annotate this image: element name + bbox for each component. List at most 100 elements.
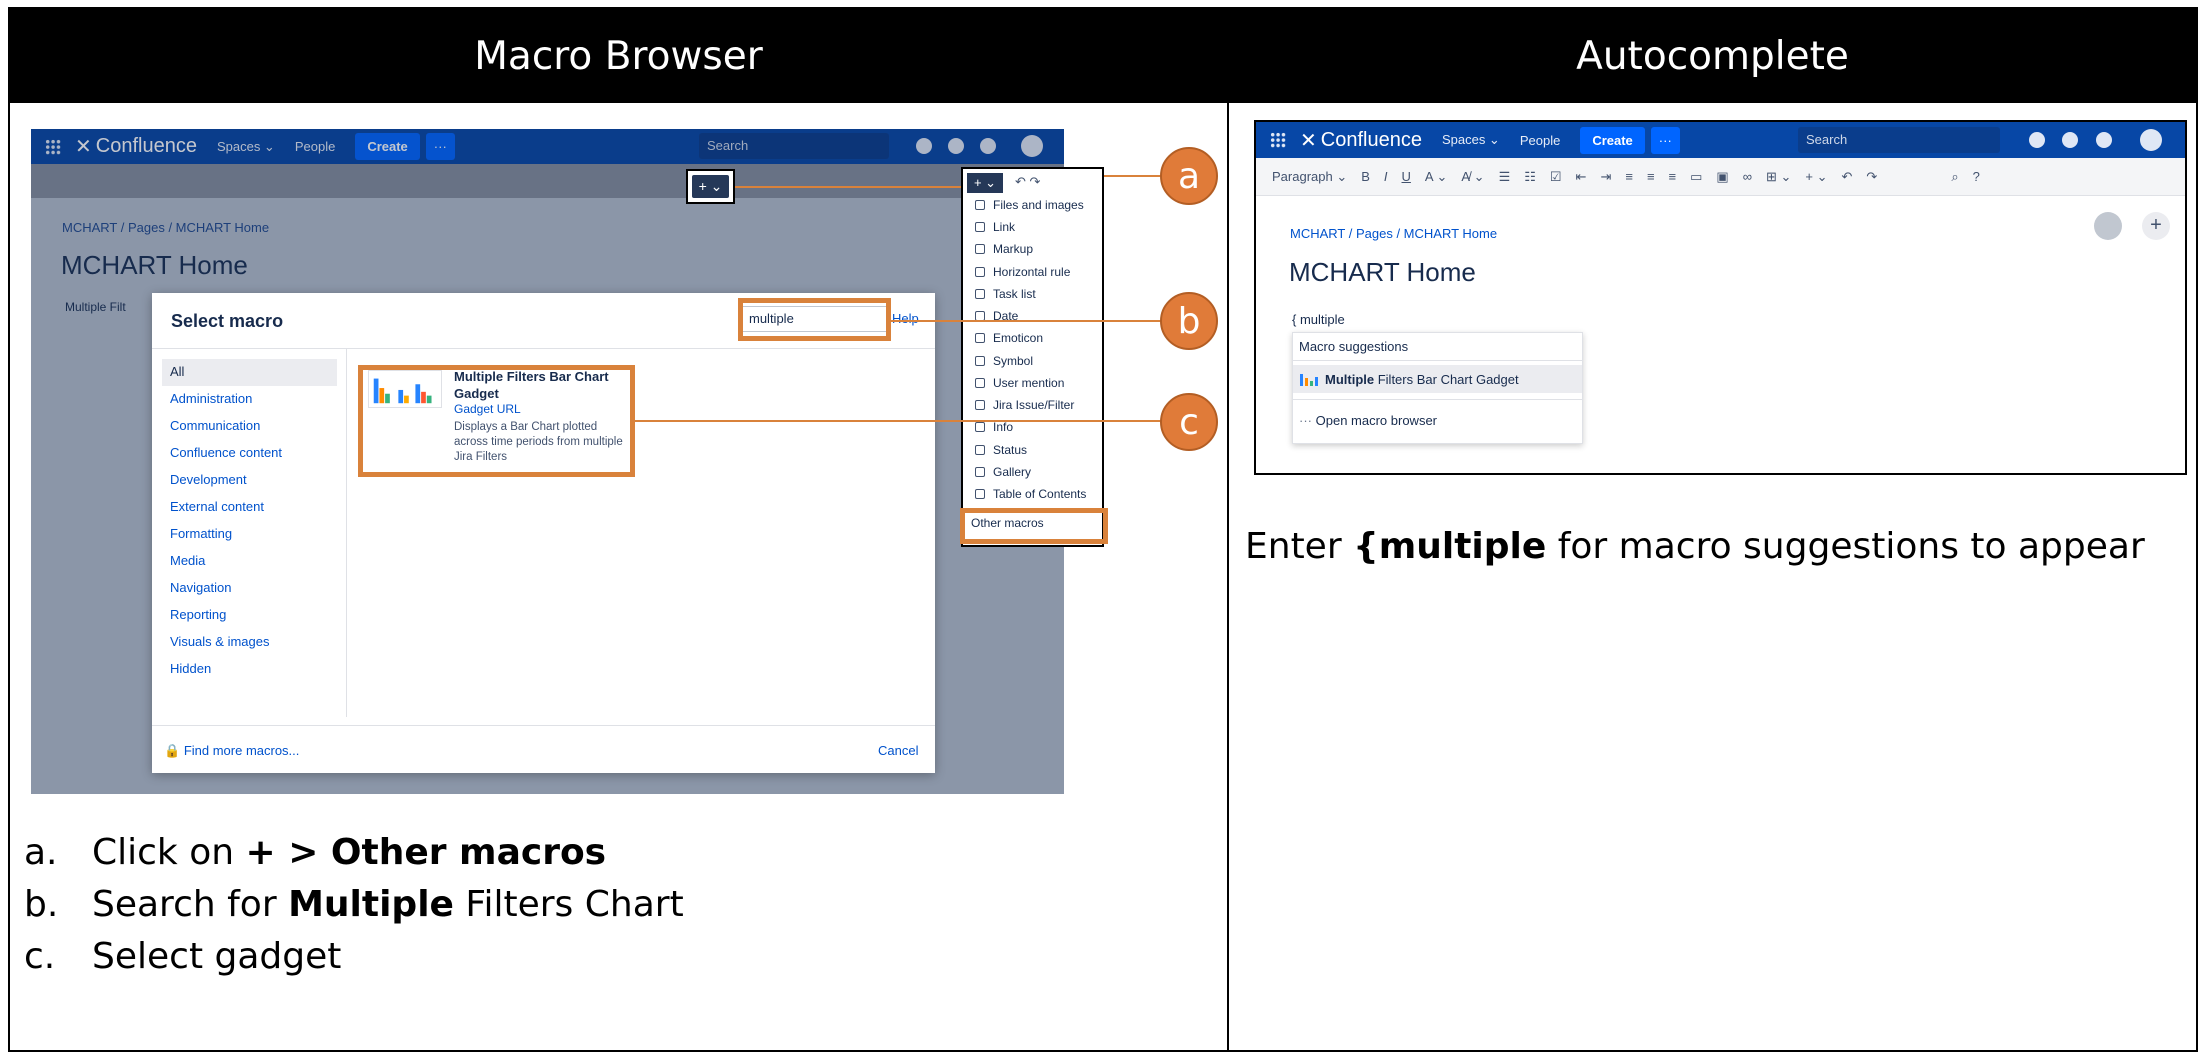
add-collaborator-icon[interactable]: +	[2142, 212, 2170, 240]
page-title: MCHART Home	[61, 250, 248, 280]
more-button[interactable]: ···	[1650, 126, 1680, 154]
menu-task-list[interactable]: Task list	[975, 285, 1036, 303]
menu-table-of-contents[interactable]: Table of Contents	[975, 485, 1086, 503]
help-icon[interactable]	[916, 138, 932, 154]
category-media[interactable]: Media	[170, 553, 206, 568]
align-center-icon[interactable]: ≡	[1646, 169, 1655, 184]
text-color-icon[interactable]: A ⌄	[1424, 168, 1448, 184]
format-icon[interactable]: A̸ ⌄	[1461, 168, 1485, 184]
gadget-highlight	[358, 365, 635, 477]
create-button[interactable]: Create	[355, 133, 420, 160]
undo-icon[interactable]: ↶ ↷	[1015, 174, 1041, 189]
image-icon[interactable]: ▣	[1716, 168, 1729, 184]
bullet-list-icon[interactable]: ☰	[1498, 168, 1511, 184]
gadget-card[interactable]: Multiple Filters Bar Chart Gadget Gadget…	[366, 368, 626, 466]
find-more-macros-link[interactable]: 🔒 Find more macros...	[164, 743, 300, 758]
more-button[interactable]: ···	[425, 133, 455, 160]
menu-symbol[interactable]: Symbol	[975, 352, 1033, 370]
menu-info[interactable]: Info	[975, 418, 1013, 436]
task-icon[interactable]: ☑	[1549, 168, 1562, 184]
editor-toolbar: Paragraph ⌄ B I U A ⌄ A̸ ⌄ ☰ ☷ ☑ ⇤ ⇥ ≡ ≡…	[1256, 158, 2185, 196]
notifications-icon[interactable]	[2096, 132, 2112, 148]
find-icon[interactable]: ⌕	[1951, 168, 1959, 184]
category-navigation[interactable]: Navigation	[170, 580, 232, 595]
avatar[interactable]	[1021, 135, 1043, 157]
dialog-title: Select macro	[171, 311, 284, 331]
breadcrumb[interactable]: MCHART / Pages / MCHART Home	[1290, 226, 1498, 241]
category-formatting[interactable]: Formatting	[170, 526, 233, 541]
cancel-button[interactable]: Cancel	[878, 743, 919, 758]
help-question-icon[interactable]: ?	[1972, 169, 1980, 184]
category-hidden[interactable]: Hidden	[170, 661, 212, 676]
menu-files-images[interactable]: Files and images	[975, 196, 1084, 214]
italic-icon[interactable]: I	[1383, 169, 1388, 184]
category-confluence-content[interactable]: Confluence content	[170, 445, 283, 460]
search-input[interactable]: Search	[1798, 127, 2000, 153]
menu-horizontal-rule[interactable]: Horizontal rule	[975, 263, 1070, 281]
category-communication[interactable]: Communication	[170, 418, 261, 433]
menu-user-mention[interactable]: User mention	[975, 374, 1064, 392]
header-autocomplete: Autocomplete	[1229, 9, 2196, 103]
link-icon[interactable]: ∞	[1742, 169, 1752, 184]
category-reporting[interactable]: Reporting	[170, 607, 227, 622]
menu-date[interactable]: Date	[975, 307, 1018, 325]
category-external-content[interactable]: External content	[170, 499, 264, 514]
help-link[interactable]: Help	[892, 311, 919, 326]
nav-people[interactable]: People	[294, 139, 336, 154]
select-macro-dialog: Select macro multiple Help All Administr…	[152, 293, 935, 773]
bg-gadget-placeholder: Multiple Filt	[65, 300, 126, 314]
insert-menu: + ⌄ ↶ ↷ Files and images Link Markup Hor…	[961, 167, 1104, 547]
nav-people[interactable]: People	[1519, 132, 1561, 148]
popup-title: Macro suggestions	[1299, 339, 1409, 354]
menu-other-macros[interactable]: Other macros	[971, 516, 1044, 530]
outdent-icon[interactable]: ⇤	[1575, 168, 1587, 184]
help-icon[interactable]	[2029, 132, 2045, 148]
insert-menu-button[interactable]: + ⌄	[967, 173, 1003, 193]
callout-c: c	[1160, 393, 1218, 451]
create-button[interactable]: Create	[1580, 126, 1645, 154]
align-left-icon[interactable]: ≡	[1625, 169, 1633, 184]
ellipsis-icon: ···	[1299, 413, 1312, 428]
category-list: All Administration Communication Conflue…	[162, 359, 337, 683]
notifications-icon[interactable]	[980, 138, 996, 154]
breadcrumb[interactable]: MCHART / Pages / MCHART Home	[62, 220, 270, 235]
align-right-icon[interactable]: ≡	[1668, 169, 1677, 184]
menu-gallery[interactable]: Gallery	[975, 463, 1031, 481]
editor-typed-text[interactable]: { multiple	[1292, 312, 1345, 327]
table-icon[interactable]: ⊞ ⌄	[1766, 168, 1792, 184]
category-all[interactable]: All	[162, 359, 337, 386]
layout-icon[interactable]: ▭	[1690, 168, 1703, 184]
settings-icon[interactable]	[2062, 132, 2078, 148]
category-development[interactable]: Development	[170, 472, 247, 487]
insert-plus-icon[interactable]: + ⌄	[1805, 168, 1828, 184]
search-input[interactable]: Search	[699, 133, 889, 159]
underline-icon[interactable]: U	[1401, 169, 1411, 184]
undo-icon[interactable]: ↶	[1841, 168, 1853, 184]
menu-link[interactable]: Link	[975, 218, 1015, 236]
confluence-logo[interactable]: ✕ Confluence	[75, 135, 197, 158]
insert-plus-button[interactable]: + ⌄	[692, 175, 729, 198]
avatar[interactable]	[2140, 129, 2162, 151]
open-macro-browser[interactable]: ··· Open macro browser	[1299, 413, 1438, 428]
settings-icon[interactable]	[948, 138, 964, 154]
app-switcher-icon[interactable]	[1270, 132, 1286, 148]
suggestion-multiple-filters[interactable]: Multiple Filters Bar Chart Gadget	[1293, 365, 1582, 393]
category-visuals-images[interactable]: Visuals & images	[170, 634, 270, 649]
menu-status[interactable]: Status	[975, 441, 1027, 459]
indent-icon[interactable]: ⇥	[1600, 168, 1612, 184]
autocomplete-screenshot: ✕ Confluence Spaces ⌄ People Create ··· …	[1254, 120, 2187, 475]
menu-markup[interactable]: Markup	[975, 240, 1033, 258]
redo-icon[interactable]: ↷	[1866, 168, 1878, 184]
nav-spaces[interactable]: Spaces ⌄	[216, 138, 275, 154]
menu-jira-issue[interactable]: Jira Issue/Filter	[975, 396, 1074, 414]
bold-icon[interactable]: B	[1361, 169, 1370, 184]
confluence-logo[interactable]: ✕ Confluence	[1300, 128, 1422, 152]
insert-button-highlight: + ⌄	[686, 169, 735, 204]
numbered-list-icon[interactable]: ☷	[1524, 168, 1536, 184]
category-administration[interactable]: Administration	[170, 391, 253, 406]
menu-emoticon[interactable]: Emoticon	[975, 329, 1043, 347]
app-switcher-icon[interactable]	[45, 138, 61, 155]
gadget-description: Displays a Bar Chart plotted across time…	[454, 421, 623, 462]
nav-spaces[interactable]: Spaces ⌄	[1441, 132, 1500, 147]
paragraph-select[interactable]: Paragraph ⌄	[1272, 168, 1348, 184]
